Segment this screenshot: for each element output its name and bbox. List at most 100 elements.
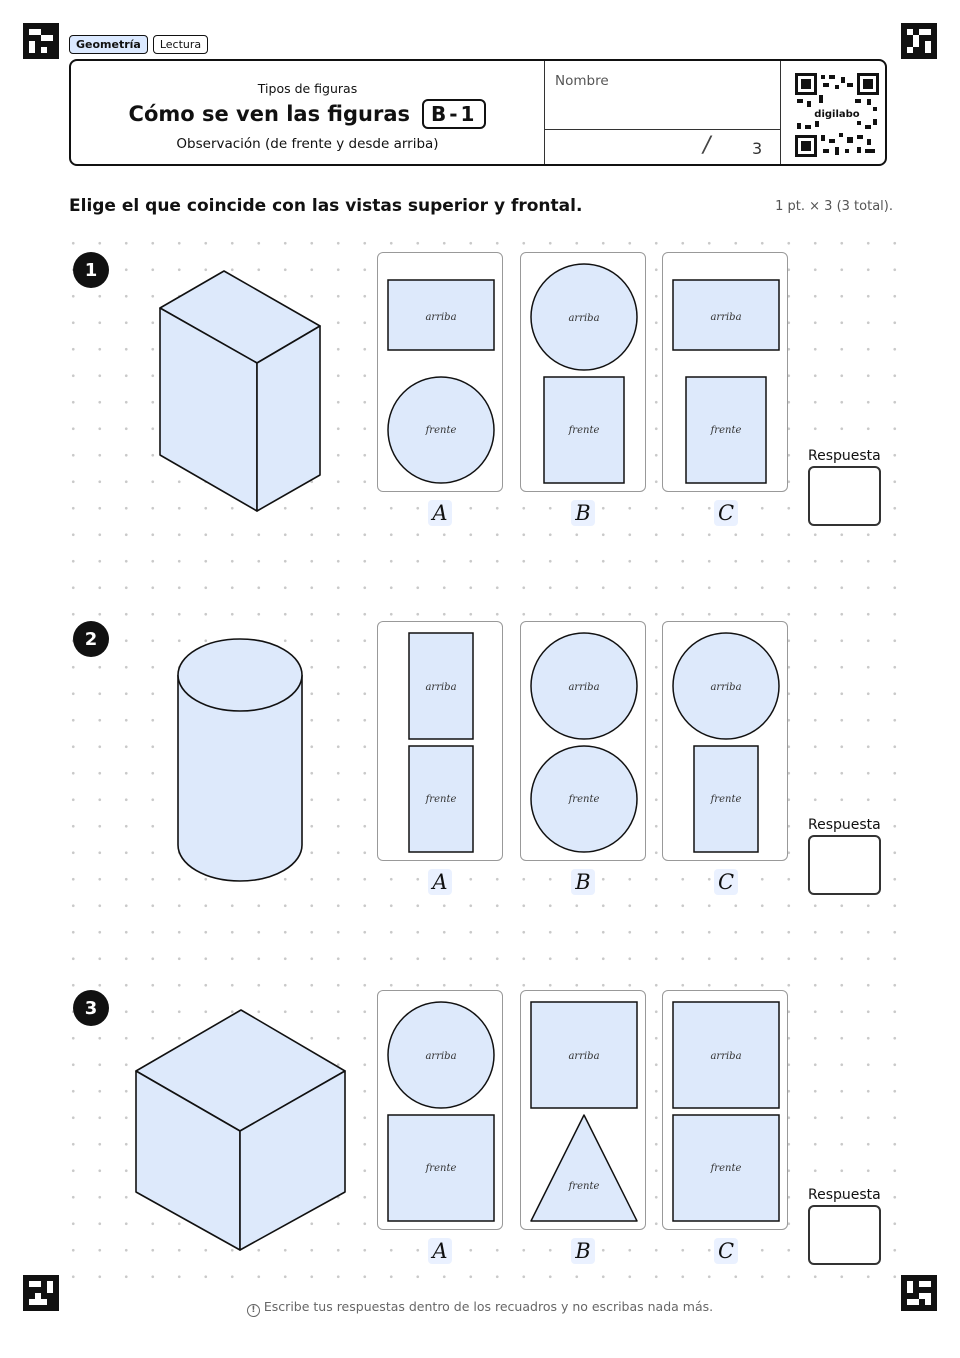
svg-text:arriba: arriba: [425, 1051, 456, 1062]
score-slash: /: [703, 133, 711, 158]
svg-text:arriba: arriba: [568, 1051, 599, 1062]
corner-marker-bottom-right: [901, 1275, 937, 1311]
option-letter-2c: C: [714, 869, 738, 895]
svg-text:frente: frente: [710, 794, 742, 805]
rectangular-prism-figure: [159, 270, 321, 512]
qr-text: digilabo: [814, 109, 860, 120]
option-card-1b[interactable]: arriba frente: [520, 252, 646, 492]
cube-figure: [135, 1009, 346, 1251]
front-view-circle: [387, 376, 495, 484]
worksheet-header: Tipos de figuras Cómo se ven las figuras…: [69, 59, 887, 166]
tag-reading: Lectura: [152, 35, 209, 54]
svg-text:frente: frente: [425, 1163, 457, 1174]
views-3a: arriba frente: [387, 1001, 495, 1222]
corner-marker-top-left: [23, 23, 59, 59]
answer-box-3[interactable]: [808, 1205, 881, 1265]
header-title-panel: Tipos de figuras Cómo se ven las figuras…: [71, 61, 545, 164]
svg-text:arriba: arriba: [425, 312, 456, 323]
corner-marker-top-right: [901, 23, 937, 59]
front-view-triangle: [530, 1114, 638, 1222]
option-card-1a[interactable]: arriba frente: [377, 252, 503, 492]
svg-text:frente: frente: [710, 1163, 742, 1174]
answer-label-3: Respuesta: [808, 1187, 881, 1203]
svg-text:arriba: arriba: [425, 682, 456, 693]
views-3c: arriba frente: [672, 1001, 780, 1222]
option-card-1c[interactable]: arriba frente: [662, 252, 788, 492]
option-card-3c[interactable]: arriba frente: [662, 990, 788, 1230]
corner-marker-bottom-left: [23, 1275, 59, 1311]
top-view-circle: [387, 1001, 495, 1109]
instruction-text: Elige el que coincide con las vistas sup…: [69, 196, 583, 216]
svg-text:arriba: arriba: [568, 682, 599, 693]
option-card-3b[interactable]: arriba frente: [520, 990, 646, 1230]
answer-label-2: Respuesta: [808, 817, 881, 833]
points-info: 1 pt. × 3 (3 total).: [775, 199, 893, 214]
top-view-rectangle: [672, 279, 780, 351]
top-view-tall-rectangle: [408, 632, 474, 740]
svg-text:arriba: arriba: [710, 312, 741, 323]
option-card-2b[interactable]: arriba frente: [520, 621, 646, 861]
option-letter-3a: A: [428, 1238, 452, 1264]
svg-text:frente: frente: [710, 425, 742, 436]
footer-text: Escribe tus respuestas dentro de los rec…: [263, 1299, 714, 1314]
top-view-circle: [530, 263, 638, 371]
option-letter-2a: A: [428, 869, 452, 895]
question-number-2: 2: [73, 621, 109, 657]
option-letter-1b: B: [571, 500, 595, 526]
footer-note: !Escribe tus respuestas dentro de los re…: [0, 1299, 960, 1317]
svg-text:frente: frente: [425, 794, 457, 805]
header-name-panel: Nombre / 3: [545, 61, 781, 164]
option-card-3a[interactable]: arriba frente: [377, 990, 503, 1230]
score-total: 3: [752, 139, 763, 158]
header-subject: Tipos de figuras: [257, 81, 358, 96]
front-view-tall-rectangle: [693, 745, 759, 853]
option-letter-1c: C: [714, 500, 738, 526]
worksheet-code: B-1: [422, 99, 487, 129]
top-view-circle: [530, 632, 638, 740]
answer-box-1[interactable]: [808, 466, 881, 526]
top-view-rectangle: [387, 279, 495, 351]
svg-text:arriba: arriba: [568, 313, 599, 324]
option-letter-1a: A: [428, 500, 452, 526]
views-2a: arriba frente: [408, 632, 474, 853]
score-field[interactable]: / 3: [545, 129, 780, 166]
question-number-1: 1: [73, 252, 109, 288]
header-description: Observación (de frente y desde arriba): [176, 136, 439, 152]
svg-text:frente: frente: [425, 425, 457, 436]
views-2c: arriba frente: [672, 632, 780, 853]
top-view-circle: [672, 632, 780, 740]
qr-code-icon: digilabo: [795, 73, 879, 157]
views-1a: arriba frente: [387, 279, 495, 484]
front-view-tall-rectangle: [408, 745, 474, 853]
option-card-2c[interactable]: arriba frente: [662, 621, 788, 861]
svg-text:frente: frente: [568, 1181, 600, 1192]
svg-text:frente: frente: [568, 425, 600, 436]
svg-text:arriba: arriba: [710, 1051, 741, 1062]
views-1c: arriba frente: [672, 279, 780, 484]
front-view-square: [387, 1114, 495, 1222]
option-letter-3b: B: [571, 1238, 595, 1264]
views-3b: arriba frente: [530, 1001, 638, 1222]
svg-text:arriba: arriba: [710, 682, 741, 693]
front-view-tall-rectangle: [543, 376, 625, 484]
answer-box-2[interactable]: [808, 835, 881, 895]
views-1b: arriba frente: [530, 263, 638, 484]
front-view-tall-rectangle: [685, 376, 767, 484]
top-view-square: [530, 1001, 638, 1109]
svg-text:frente: frente: [568, 794, 600, 805]
header-title-row: Cómo se ven las figuras B-1: [71, 99, 544, 129]
front-view-square: [672, 1114, 780, 1222]
front-view-circle: [530, 745, 638, 853]
answer-label-1: Respuesta: [808, 448, 881, 464]
info-icon: !: [246, 1304, 260, 1317]
top-view-square: [672, 1001, 780, 1109]
page-title: Cómo se ven las figuras: [128, 102, 410, 126]
subject-tags: Geometría Lectura: [69, 35, 209, 54]
cylinder-figure: [177, 638, 303, 882]
tag-geometry: Geometría: [69, 35, 148, 54]
option-letter-2b: B: [571, 869, 595, 895]
name-label: Nombre: [555, 73, 609, 89]
question-number-3: 3: [73, 990, 109, 1026]
views-2b: arriba frente: [530, 632, 638, 853]
option-card-2a[interactable]: arriba frente: [377, 621, 503, 861]
